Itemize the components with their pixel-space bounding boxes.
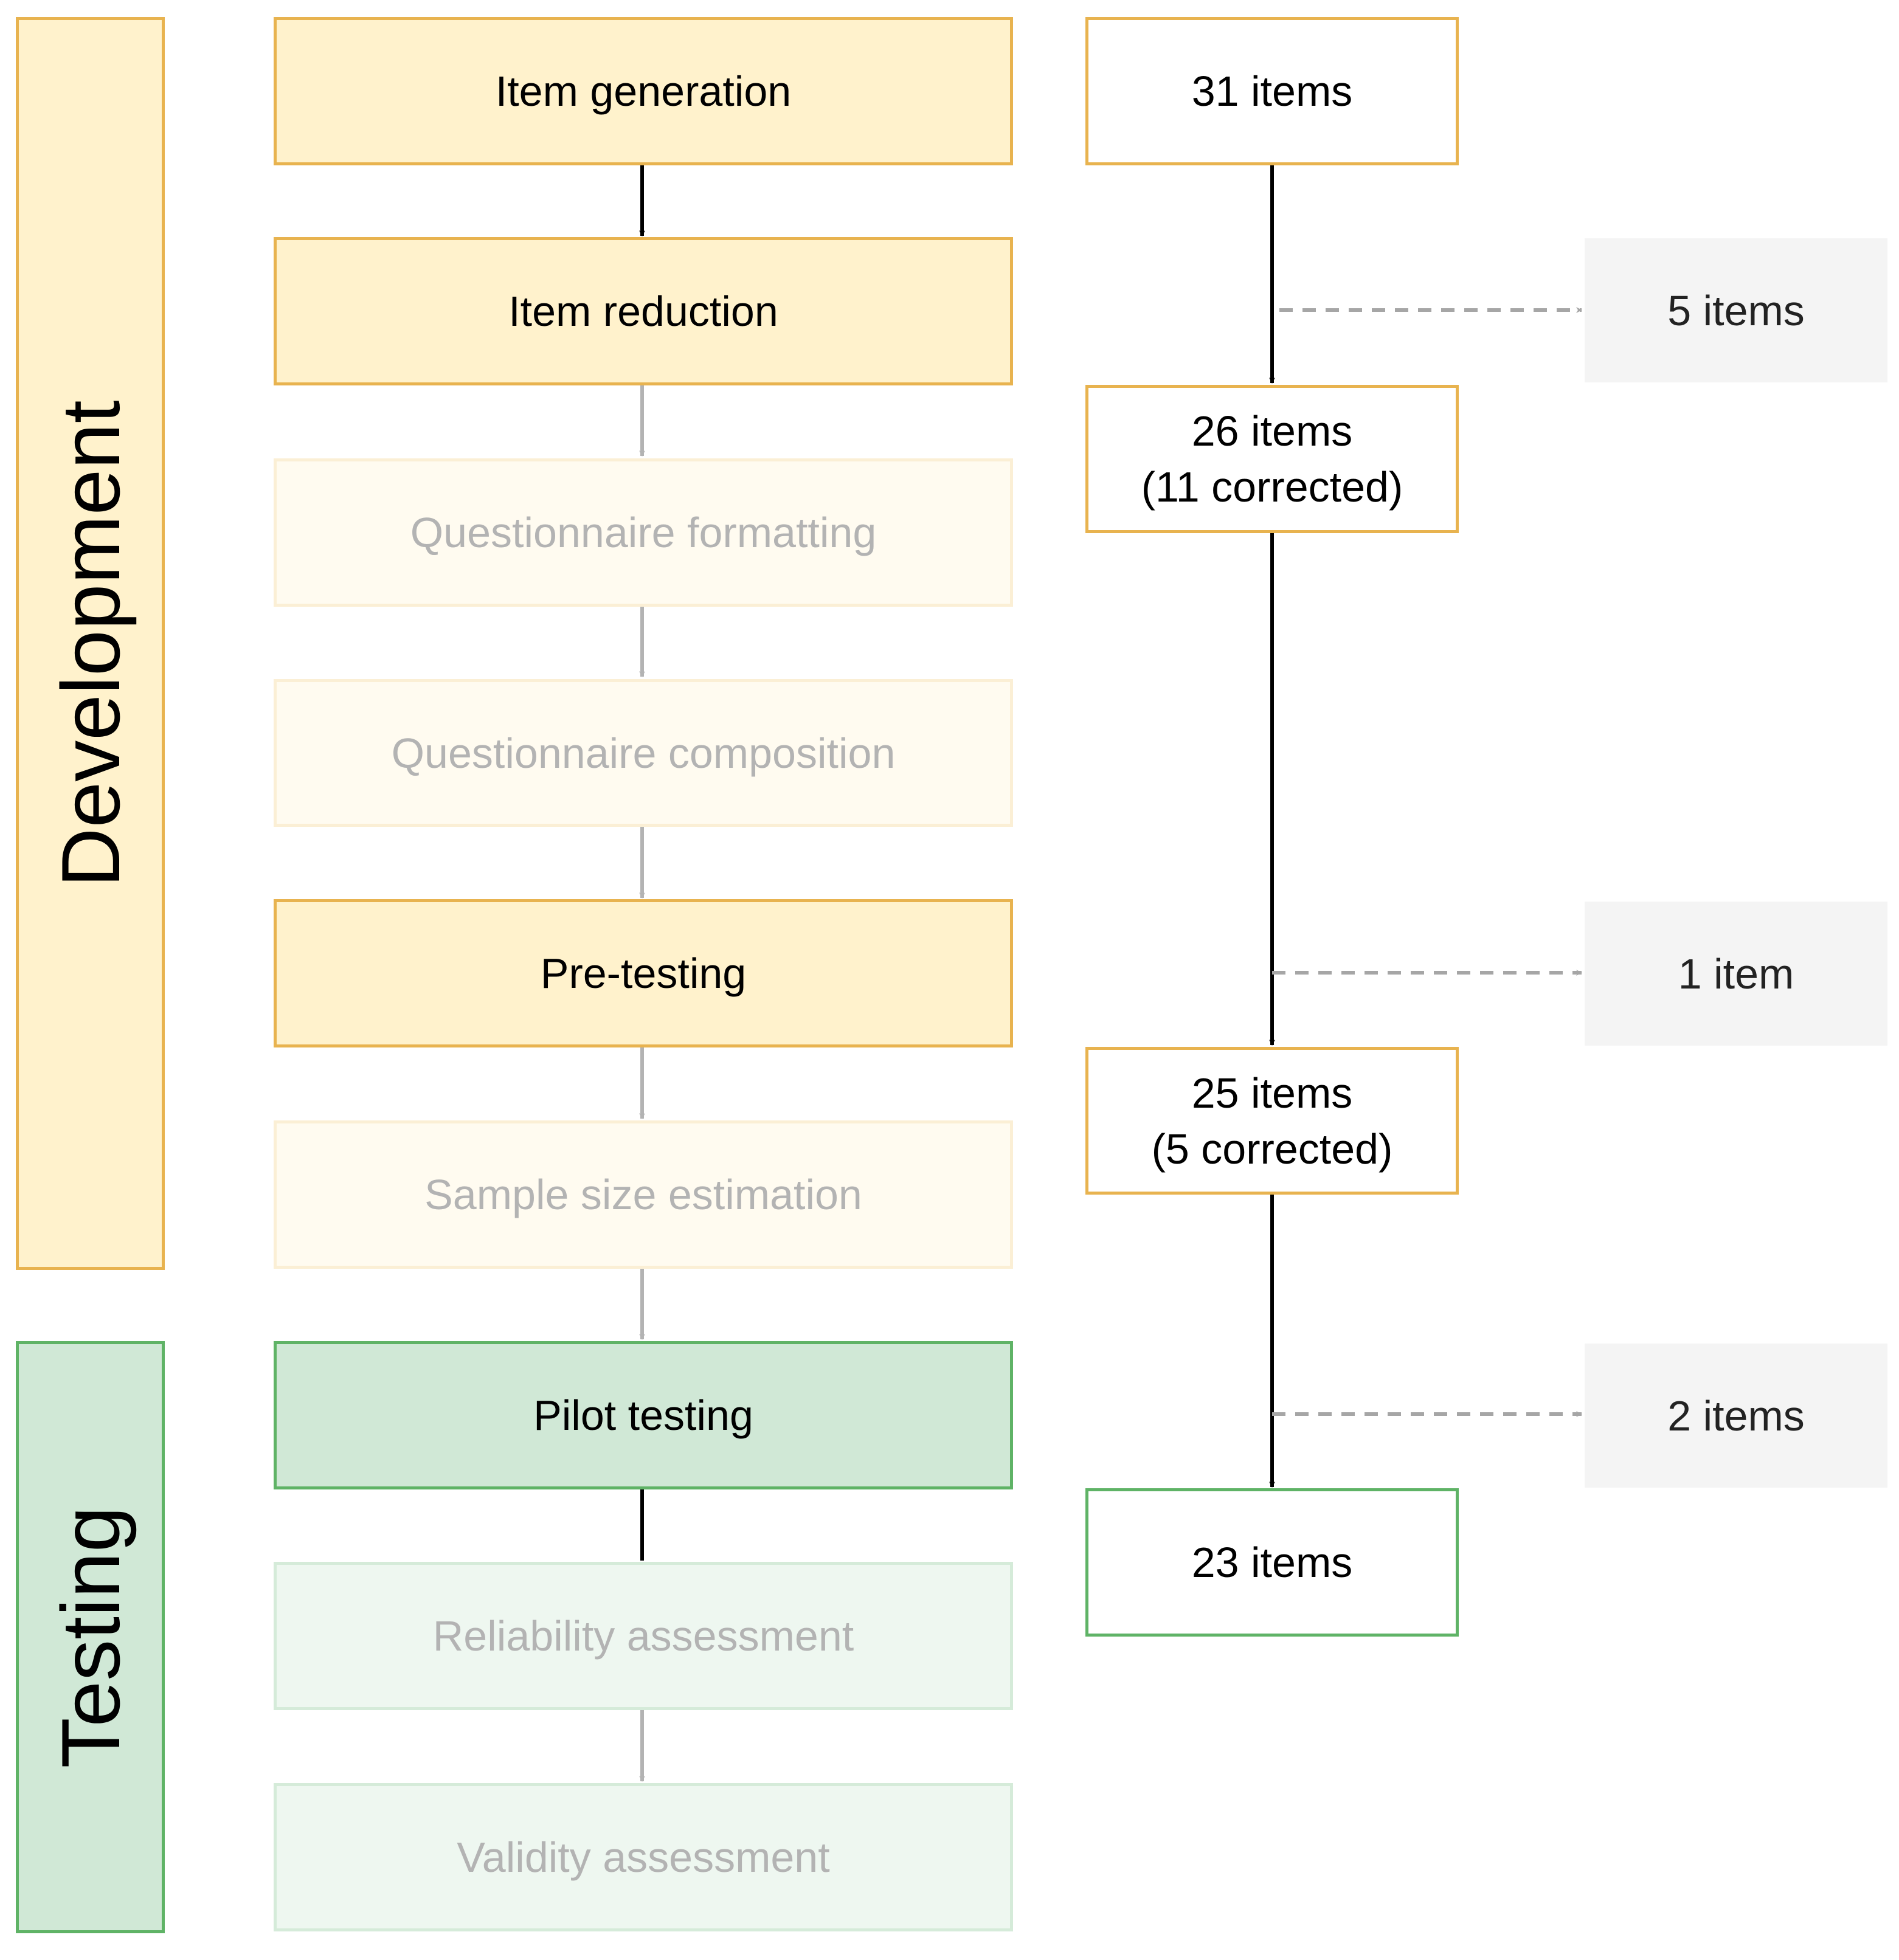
removed-label: 1 item bbox=[1678, 950, 1794, 998]
step-label: Pilot testing bbox=[533, 1392, 753, 1439]
item-count-correction: (5 corrected) bbox=[1151, 1125, 1393, 1173]
step-label: Pre-testing bbox=[540, 950, 747, 997]
step-label: Questionnaire composition bbox=[391, 729, 896, 777]
step-item-reduction: Item reduction bbox=[274, 237, 1013, 385]
step-label: Questionnaire formatting bbox=[410, 509, 877, 556]
item-count-25: 25 items (5 corrected) bbox=[1085, 1047, 1459, 1195]
step-label: Reliability assessment bbox=[432, 1612, 854, 1660]
item-count-23: 23 items bbox=[1085, 1488, 1459, 1637]
item-count-line: 31 items bbox=[1191, 67, 1353, 115]
testing-phase-label: Testing bbox=[44, 1506, 137, 1768]
item-count-26: 26 items (11 corrected) bbox=[1085, 385, 1459, 533]
step-sample-size-estimation: Sample size estimation bbox=[274, 1120, 1013, 1269]
step-label: Sample size estimation bbox=[424, 1171, 862, 1218]
step-pilot-testing: Pilot testing bbox=[274, 1341, 1013, 1489]
step-pre-testing: Pre-testing bbox=[274, 899, 1013, 1047]
item-count-line: 23 items bbox=[1191, 1539, 1353, 1586]
development-phase-band: Development bbox=[16, 17, 165, 1270]
step-validity-assessment: Validity assessment bbox=[274, 1783, 1013, 1931]
removed-items-2: 2 items bbox=[1585, 1344, 1887, 1488]
removed-items-1: 1 item bbox=[1585, 902, 1887, 1046]
step-item-generation: Item generation bbox=[274, 17, 1013, 165]
step-questionnaire-formatting: Questionnaire formatting bbox=[274, 458, 1013, 607]
step-questionnaire-composition: Questionnaire composition bbox=[274, 679, 1013, 827]
removed-label: 5 items bbox=[1667, 286, 1805, 334]
development-phase-label: Development bbox=[44, 399, 137, 888]
item-count-line: 25 items bbox=[1191, 1069, 1353, 1117]
item-count-31: 31 items bbox=[1085, 17, 1459, 165]
removed-label: 2 items bbox=[1667, 1392, 1805, 1440]
removed-items-5: 5 items bbox=[1585, 238, 1887, 382]
step-label: Item reduction bbox=[508, 288, 778, 335]
step-reliability-assessment: Reliability assessment bbox=[274, 1562, 1013, 1710]
step-label: Validity assessment bbox=[457, 1834, 830, 1881]
item-count-line: 26 items bbox=[1191, 407, 1353, 455]
step-label: Item generation bbox=[495, 67, 792, 115]
item-count-correction: (11 corrected) bbox=[1141, 463, 1403, 511]
testing-phase-band: Testing bbox=[16, 1341, 165, 1933]
